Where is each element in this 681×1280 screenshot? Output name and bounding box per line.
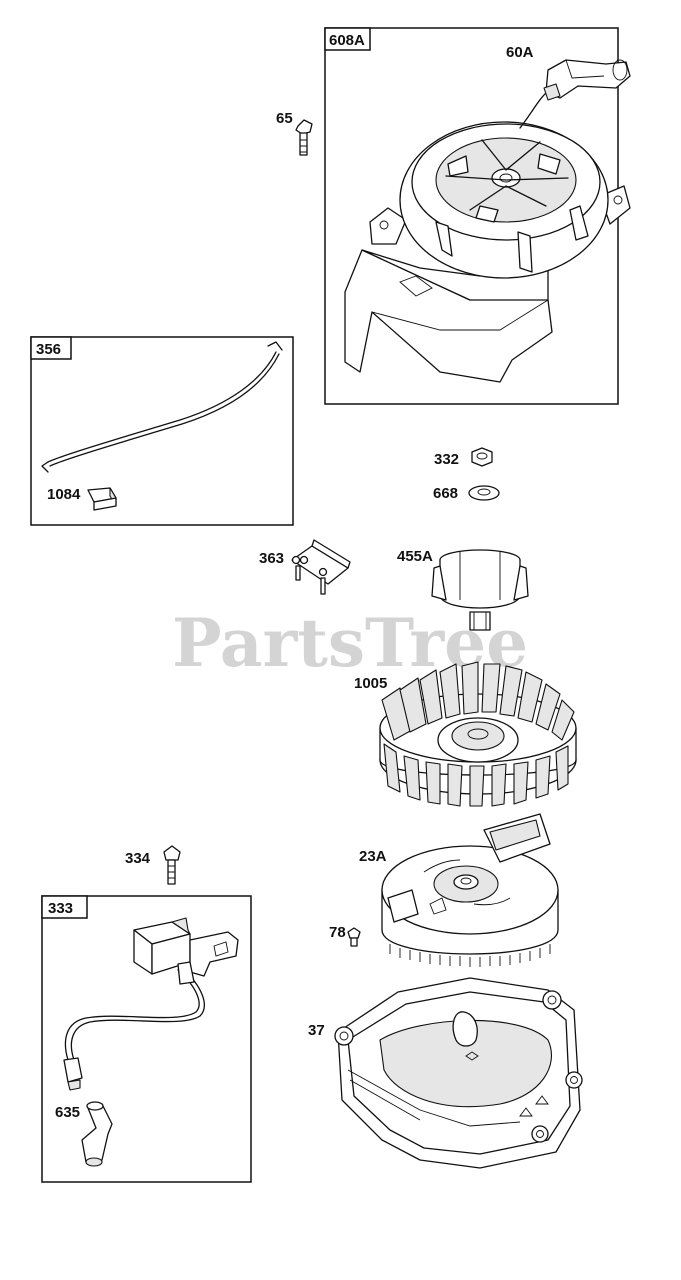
box-label-608a: 608A (329, 32, 365, 49)
bracket-363-drawing (291, 539, 351, 595)
label-65: 65 (276, 110, 293, 127)
label-332: 332 (434, 451, 459, 468)
label-363: 363 (259, 550, 284, 567)
armature-drawing (63, 917, 239, 1167)
ignition-armature-box: 333 (41, 895, 252, 1183)
cup-455a-drawing (431, 549, 529, 631)
screw-78-drawing (347, 927, 361, 947)
label-668: 668 (433, 485, 458, 502)
box-label-356: 356 (36, 341, 61, 358)
screw-65-drawing (295, 119, 313, 156)
label-334: 334 (125, 850, 151, 867)
fan-1005-drawing (379, 661, 577, 807)
label-60a: 60A (506, 44, 534, 61)
blower-housing-37-drawing (334, 977, 583, 1169)
governor-link-drawing (41, 341, 283, 511)
label-37: 37 (308, 1022, 325, 1039)
fuel-line-box: 356 (30, 336, 294, 526)
label-78: 78 (329, 924, 346, 941)
label-635: 635 (55, 1104, 80, 1121)
recoil-starter-drawing (344, 59, 631, 383)
label-23a: 23A (359, 848, 387, 865)
label-1084: 1084 (47, 486, 81, 503)
label-455a: 455A (397, 548, 433, 565)
screw-334-drawing (163, 845, 181, 885)
label-1005: 1005 (354, 675, 387, 692)
box-label-333: 333 (48, 900, 73, 917)
nut-332-drawing (471, 447, 493, 467)
flywheel-23a-drawing (381, 813, 559, 967)
washer-668-drawing (468, 485, 500, 501)
